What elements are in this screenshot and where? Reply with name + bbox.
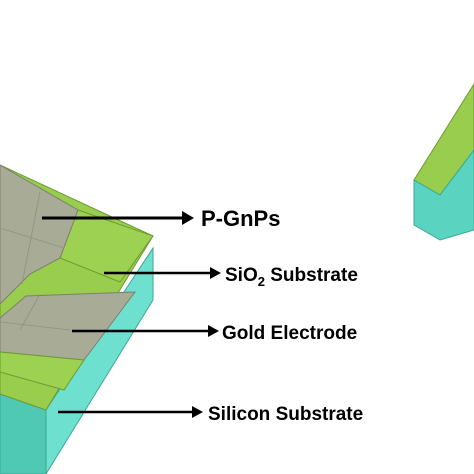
labels: P-GnPs SiO2 Substrate Gold Electrode Sil… — [201, 206, 363, 425]
label-sio2-subscript: 2 — [258, 274, 265, 289]
label-pgnps: P-GnPs — [201, 206, 280, 231]
label-sio2-substrate: SiO2 Substrate — [225, 265, 358, 289]
gold-electrode-arrowhead — [208, 325, 219, 337]
label-sio2-prefix: SiO — [225, 265, 258, 286]
silicon-substrate-arrowhead — [192, 406, 203, 418]
pgnps-film — [0, 164, 79, 305]
arrows — [42, 211, 221, 418]
sio2-arrowhead — [210, 267, 221, 279]
pgnps-grid-line-1 — [0, 227, 65, 249]
electrode-grid-line-1 — [19, 293, 41, 331]
right-device — [413, 83, 474, 241]
sio2-stripe-bottom — [0, 351, 85, 391]
right-device-substrate — [413, 149, 474, 241]
pgnps-grid-line-2 — [21, 191, 41, 285]
pgnps-arrowhead — [182, 211, 194, 225]
label-sio2-suffix: Substrate — [265, 265, 358, 286]
label-gold-electrode: Gold Electrode — [222, 323, 357, 344]
label-silicon-substrate: Silicon Substrate — [208, 404, 363, 425]
left-device — [0, 164, 154, 474]
electrode-grid-line-2 — [0, 321, 71, 331]
